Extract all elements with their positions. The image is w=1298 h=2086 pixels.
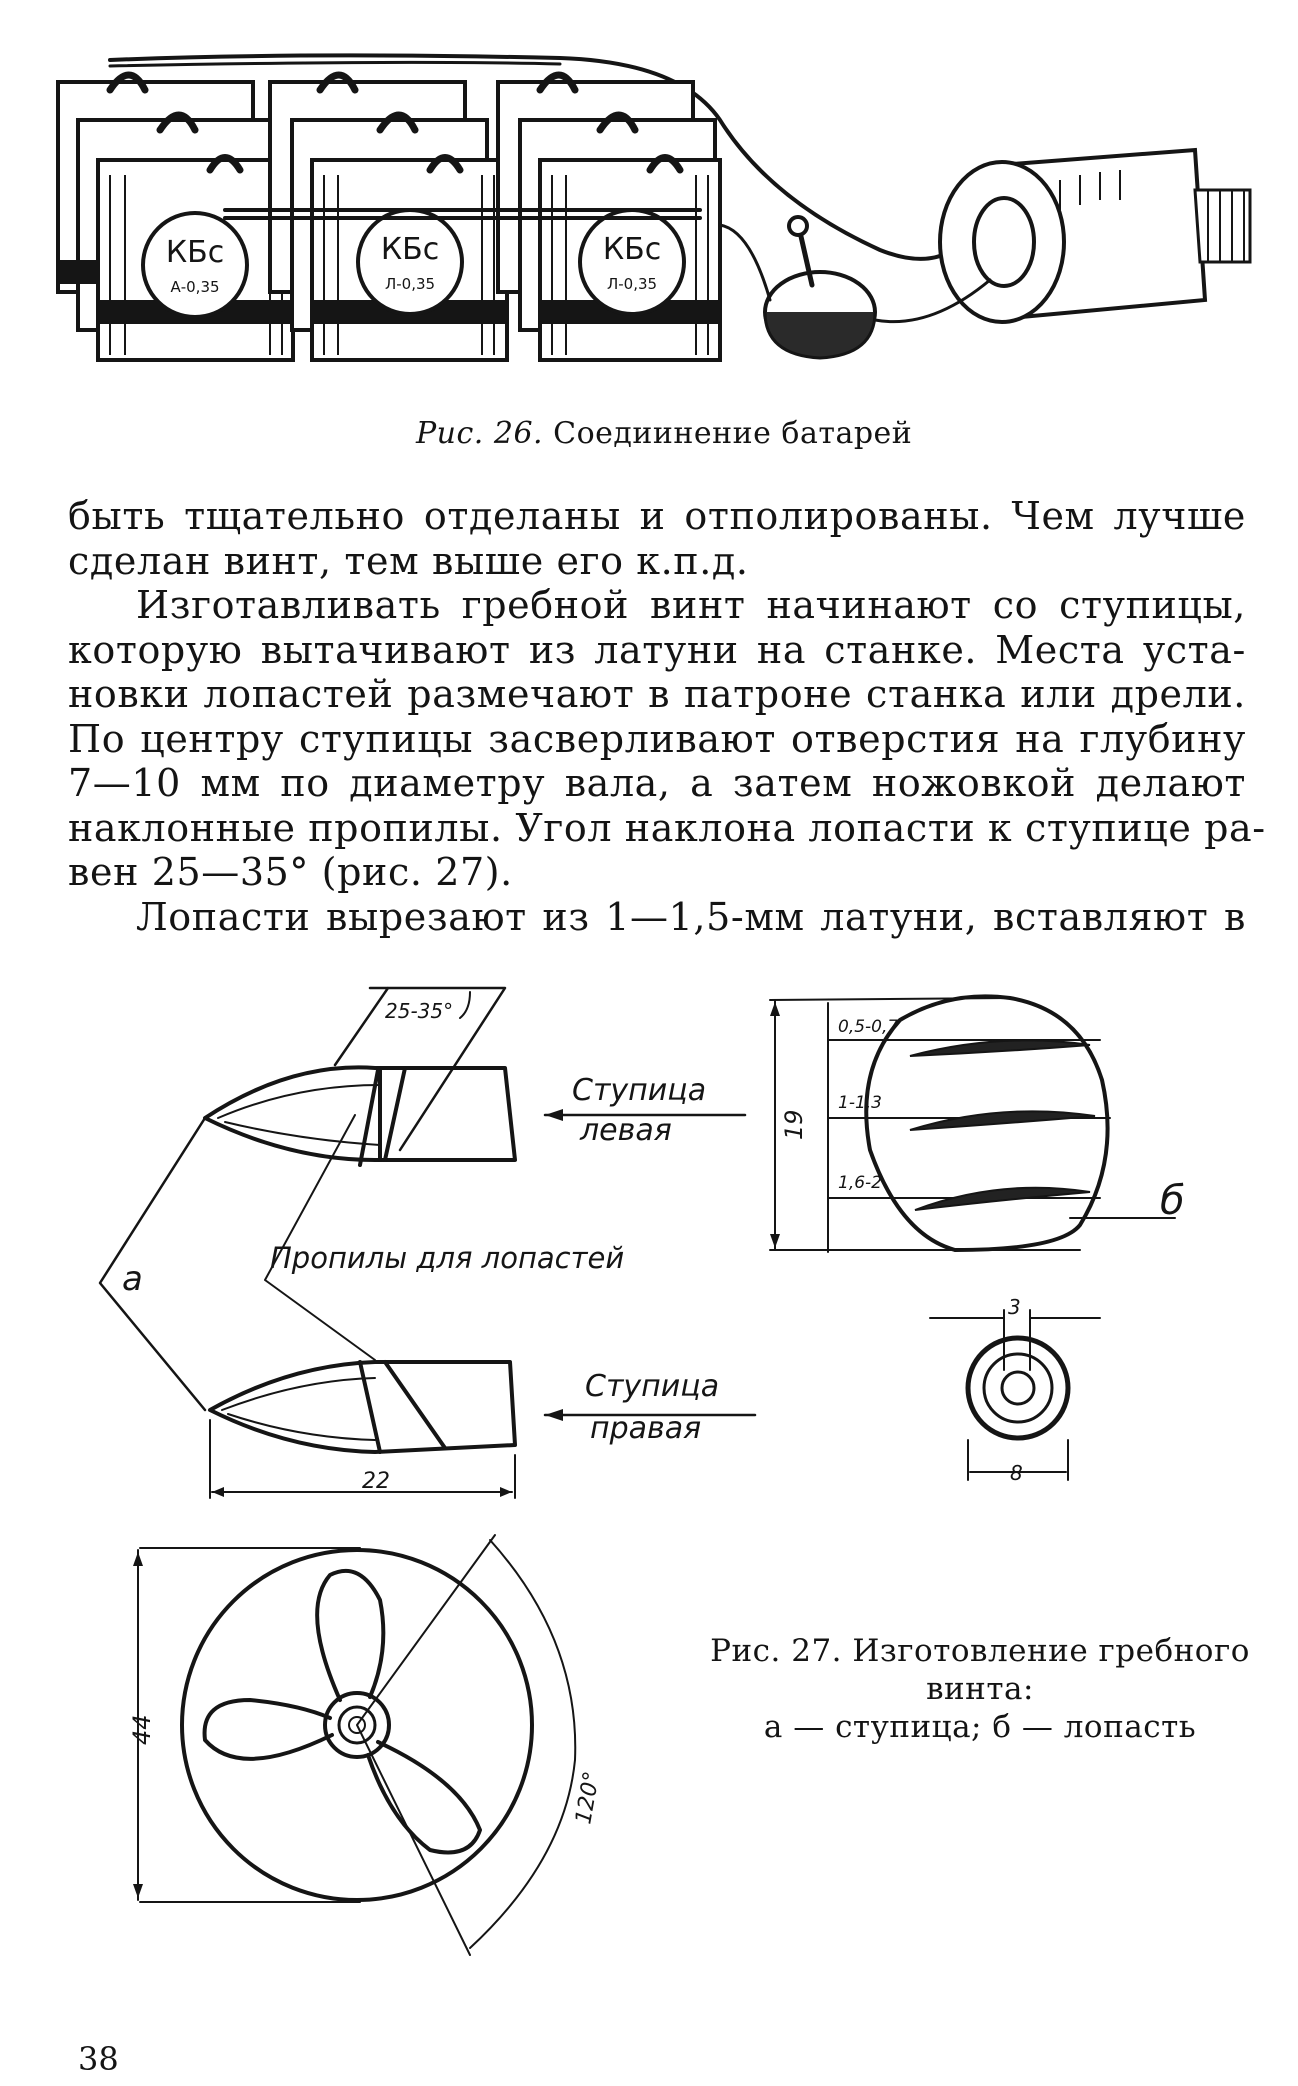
hub-left-label-1: Ступица	[572, 1073, 706, 1108]
dim-3: 3	[1008, 1295, 1021, 1319]
body-line-1: быть тщательно отделаны и отполированы. …	[68, 494, 1246, 538]
figure-26-caption-text: Соедиинение батарей	[553, 416, 913, 451]
figure-27-caption-line3: а — ступица; б — лопасть	[763, 1709, 1197, 1745]
body-line-4: которую вытачивают из латуни на станке. …	[68, 627, 1246, 672]
battery-sub-3: Л-0,35	[607, 275, 657, 293]
hub-right-label-1: Ступица	[585, 1369, 719, 1404]
hub-left-label-2: левая	[579, 1113, 672, 1148]
body-line-5: новки лопастей размечают в патроне станк…	[68, 672, 1246, 716]
figure-26-caption-number: Рис. 26.	[416, 416, 544, 451]
battery-label-3: КБс	[603, 232, 661, 267]
dim-19: 19	[780, 1109, 808, 1140]
battery-label-2: КБс	[381, 232, 439, 267]
dim-thickness-3: 1,6-2	[838, 1173, 882, 1193]
figure-26-battery-drawing: КБс А-0,35 КБс Л-0,35 КБс Л-0,35	[56, 53, 1252, 362]
label-a: а	[122, 1259, 143, 1299]
figure-26-caption: Рис. 26. Соедиинение батарей	[416, 416, 912, 451]
body-line-7: 7—10 мм по диаметру вала, а затем ножовк…	[68, 761, 1246, 805]
body-line-6: По центру ступицы засверливают отверстия…	[68, 716, 1246, 761]
motor-drawing	[873, 147, 1252, 324]
angle-label: 25-35°	[385, 999, 453, 1023]
dim-thickness-2: 1-1,3	[838, 1093, 882, 1113]
label-b: б	[1160, 1178, 1185, 1224]
hub-right-label-2: правая	[590, 1411, 701, 1446]
body-line-2: сделан винт, тем выше его к.п.д.	[68, 538, 749, 583]
body-line-9: вен 25—35° (рис. 27).	[68, 850, 513, 894]
dim-thickness-1: 0,5-0,7	[838, 1017, 898, 1037]
figure-27-caption-line2: винта:	[926, 1671, 1034, 1707]
body-line-10: Лопасти вырезают из 1—1,5-мм латуни, вст…	[136, 894, 1246, 939]
page-number: 38	[78, 2040, 119, 2078]
figure-27-caption: Рис. 27. Изготовление гребного винта: а …	[700, 1632, 1260, 1746]
battery-group-3	[496, 71, 722, 362]
dim-120: 120°	[571, 1770, 605, 1827]
body-text: быть тщательно отделаны и отполированы. …	[68, 494, 1266, 939]
body-line-8: наклонные пропилы. Угол наклона лопасти …	[68, 805, 1266, 850]
switch-drawing	[718, 215, 877, 360]
cuts-label: Пропилы для лопастей	[270, 1241, 624, 1275]
dim-8: 8	[1010, 1461, 1023, 1485]
battery-sub-2: Л-0,35	[385, 275, 435, 293]
hub-left-drawing	[203, 1065, 517, 1167]
body-line-3: Изготавливать гребной винт начинают со с…	[136, 583, 1246, 627]
hub-right-drawing	[208, 1360, 517, 1454]
battery-group-2	[268, 71, 509, 362]
dim-22: 22	[362, 1469, 390, 1494]
figure-27-caption-line1: Рис. 27. Изготовление гребного	[710, 1633, 1250, 1669]
battery-group-1	[56, 71, 295, 362]
propeller-front-view	[133, 1534, 577, 1956]
dim-44: 44	[128, 1714, 156, 1745]
battery-sub-1: А-0,35	[170, 278, 219, 296]
battery-label-1: КБс	[166, 235, 224, 270]
blade-section-drawing	[769, 994, 1176, 1481]
